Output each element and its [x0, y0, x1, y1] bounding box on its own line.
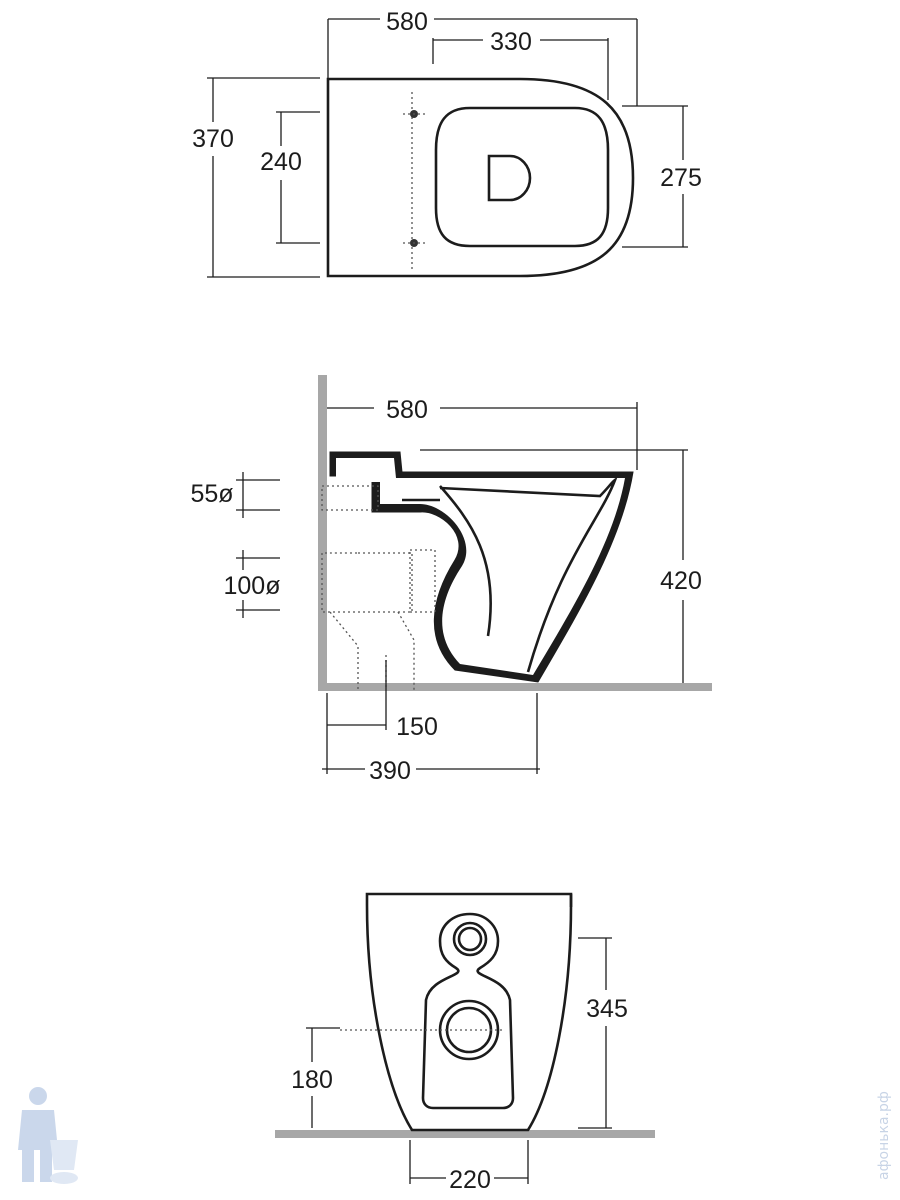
top-view-body-outline — [326, 77, 635, 278]
top-view: 580 330 370 240 275 — [192, 8, 702, 278]
fixing-distance-label: 240 — [260, 148, 302, 176]
plumber-mascot-icon — [18, 1087, 78, 1184]
top-length-label: 580 — [386, 8, 428, 36]
side-view: 580 420 55ø 100ø 150 390 — [190, 375, 712, 785]
height-label: 420 — [660, 567, 702, 595]
front-floor — [275, 1130, 655, 1138]
front-view: 345 180 220 — [275, 892, 655, 1194]
flush-outlet-icon — [487, 154, 532, 202]
watermark-text: афонька.рф — [876, 1091, 892, 1180]
wall — [318, 375, 327, 691]
top-width-label: 370 — [192, 125, 234, 153]
front-height-label: 345 — [586, 995, 628, 1023]
outlet-diameter-label: 100ø — [224, 572, 281, 600]
top-view-bowl-opening — [434, 106, 610, 248]
base-depth-label: 390 — [369, 757, 411, 785]
top-bowl-length-label: 330 — [490, 28, 532, 56]
bowl-width-label: 275 — [660, 164, 702, 192]
base-width-label: 220 — [449, 1166, 491, 1194]
inlet-ring-icon — [452, 921, 488, 957]
floor — [318, 683, 712, 691]
side-length-label: 580 — [386, 396, 428, 424]
outlet-height-label: 180 — [291, 1066, 333, 1094]
inlet-diameter-label: 55ø — [190, 480, 233, 508]
outlet-offset-label: 150 — [396, 713, 438, 741]
rear-opening-outline — [421, 912, 515, 1110]
